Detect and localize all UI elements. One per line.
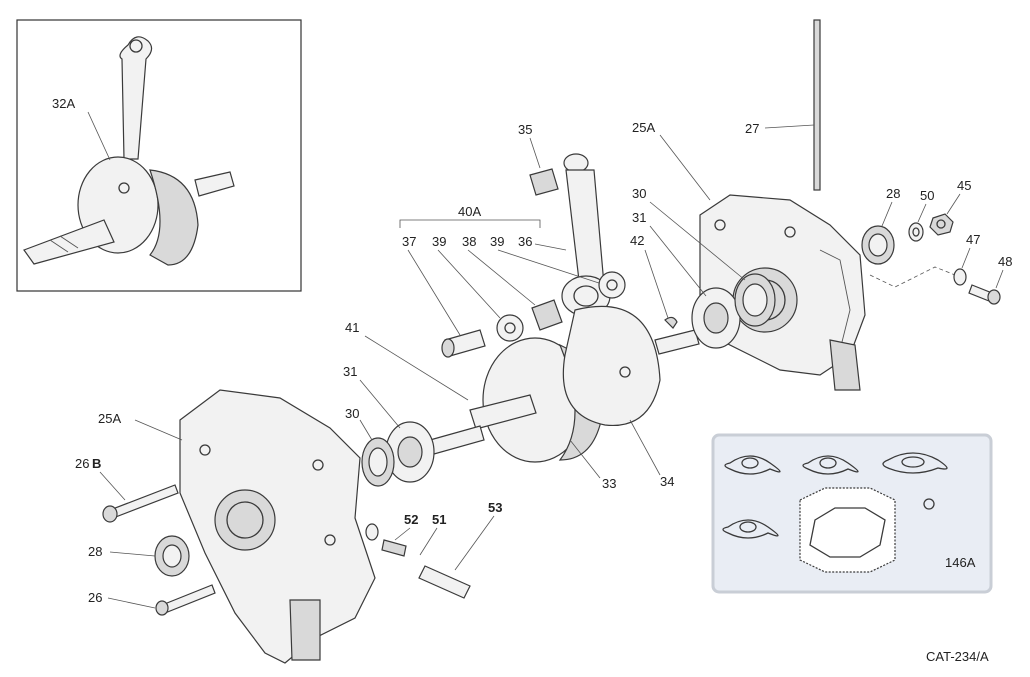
label-53: 53 (488, 500, 502, 515)
label-38: 38 (462, 234, 476, 249)
label-30-left: 30 (345, 406, 359, 421)
label-50: 50 (920, 188, 934, 203)
gasket-small-1 (724, 455, 781, 475)
catalog-code: CAT-234/A (926, 649, 989, 664)
seal-ring-left (154, 535, 190, 577)
washer-47 (953, 268, 967, 286)
ball-bearing-31-right (691, 287, 741, 349)
fitting-51 (381, 539, 407, 557)
gasket-small-4 (722, 519, 779, 539)
label-25a-top: 25A (632, 120, 655, 135)
o-ring (923, 498, 935, 510)
crank-web-34 (562, 305, 700, 427)
washer-50 (908, 222, 924, 242)
woodruff-key-42 (664, 316, 678, 329)
hose-53 (418, 565, 471, 599)
label-42: 42 (630, 233, 644, 248)
cylinder-base-gasket (799, 487, 896, 573)
thrust-washer-39-right (598, 271, 626, 299)
label-32a: 32A (52, 96, 75, 111)
bolt-26-bottom (155, 584, 216, 616)
label-37: 37 (402, 234, 416, 249)
label-27: 27 (745, 121, 759, 136)
gasket-kit-panel: 146A (711, 433, 993, 594)
label-31-left: 31 (343, 364, 357, 379)
label-35: 35 (518, 122, 532, 137)
gasket-small-2 (802, 455, 859, 475)
label-146a: 146A (945, 555, 976, 570)
needle-bearing-38 (531, 299, 563, 331)
label-33: 33 (602, 476, 616, 491)
label-26-suffix: B (92, 456, 101, 471)
label-25a-left: 25A (98, 411, 121, 426)
label-26-bottom: 26 (88, 590, 102, 605)
bolt-26b (102, 484, 179, 523)
label-28-top: 28 (886, 186, 900, 201)
thrust-washer-39-left (496, 314, 524, 342)
label-36: 36 (518, 234, 532, 249)
label-39a: 39 (432, 234, 446, 249)
seal-ring-top (861, 225, 895, 265)
ball-bearing-31-left (385, 421, 435, 483)
label-30-top: 30 (632, 186, 646, 201)
label-31-top: 31 (632, 210, 646, 225)
crank-pin-37 (441, 329, 486, 358)
seal-30-left (361, 437, 395, 487)
washer-52 (365, 523, 379, 541)
needle-bearing-35 (529, 168, 559, 196)
label-28-left: 28 (88, 544, 102, 559)
label-45: 45 (957, 178, 971, 193)
label-52: 52 (404, 512, 418, 527)
label-47: 47 (966, 232, 980, 247)
label-48: 48 (998, 254, 1012, 269)
label-39b: 39 (490, 234, 504, 249)
seal-30-right (734, 273, 776, 327)
crankcase-half-left (179, 389, 376, 664)
gasket-small-3 (882, 452, 948, 474)
stud-27 (813, 19, 821, 191)
label-34: 34 (660, 474, 674, 489)
label-41: 41 (345, 320, 359, 335)
crankshaft-inset (16, 19, 302, 292)
bolt-48 (968, 284, 1001, 305)
label-51: 51 (432, 512, 446, 527)
label-40a: 40A (458, 204, 481, 219)
nut-45 (929, 213, 954, 236)
label-26-num: 26 (75, 456, 89, 471)
